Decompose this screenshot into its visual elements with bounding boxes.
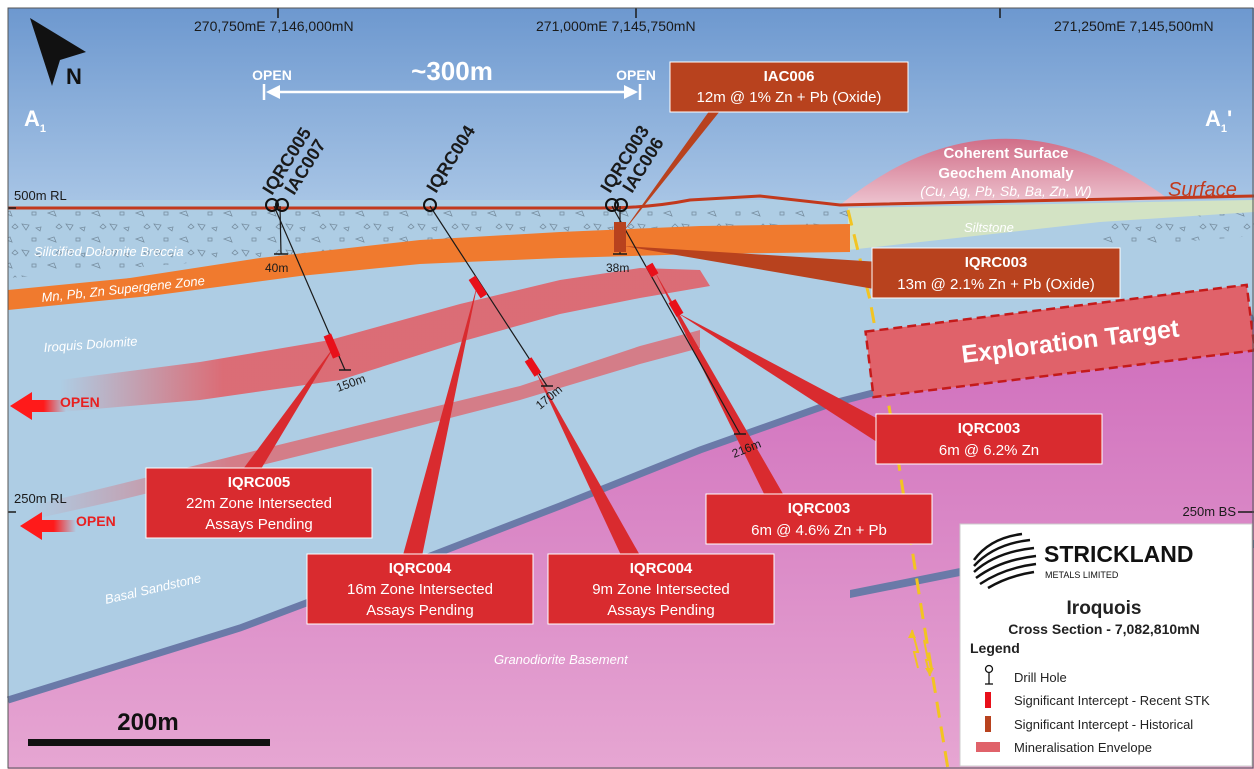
legend-item-envelope: Mineralisation Envelope xyxy=(1014,740,1152,755)
label-silicified-breccia: Silicified Dolomite Breccia xyxy=(34,244,184,259)
coord-label-right: 271,250mE 7,145,500mN xyxy=(1054,18,1214,34)
callout-leaders xyxy=(232,96,880,566)
legend-panel: STRICKLAND METALS LIMITED Iroquois Cross… xyxy=(959,523,1253,767)
span-open-left: OPEN xyxy=(252,67,292,83)
anomaly-line3: (Cu, Ag, Pb, Sb, Ba, Zn, W) xyxy=(920,183,1091,199)
open-arrow-lower: OPEN xyxy=(20,512,116,540)
top-tick-marks xyxy=(277,8,1001,18)
label-siltstone: Siltstone xyxy=(964,220,1014,235)
coord-label-middle: 271,000mE 7,145,750mN xyxy=(536,18,696,34)
callout-iqrc004-16m-title: IQRC004 xyxy=(389,560,452,577)
drill-hole-iac007 xyxy=(274,205,288,255)
callout-iqrc004-9m-text2: Assays Pending xyxy=(607,602,715,619)
legend-recent-intercept-swatch xyxy=(985,692,991,708)
legend-historic-intercept-swatch xyxy=(985,716,991,732)
legend-envelope-swatch xyxy=(976,742,1000,752)
north-arrow-label: N xyxy=(66,64,82,89)
legend-item-recent-intercept: Significant Intercept - Recent STK xyxy=(1014,693,1210,708)
callout-iqrc003-znpb-text: 6m @ 4.6% Zn + Pb xyxy=(751,522,887,539)
north-arrow-icon: N xyxy=(30,18,86,89)
mineralisation-envelope-upper xyxy=(60,268,710,412)
drill-hole-collars xyxy=(265,198,628,212)
callout-iqrc005-text: 22m Zone Intersected xyxy=(186,495,332,512)
callout-iqrc003-zn-title: IQRC003 xyxy=(958,420,1021,437)
section-end-right: A1' xyxy=(1205,106,1232,135)
callout-iqrc005: IQRC005 22m Zone Intersected Assays Pend… xyxy=(145,467,373,539)
company-sub: METALS LIMITED xyxy=(1045,570,1119,580)
legend-heading: Legend xyxy=(970,640,1020,656)
rl-label-250m: 250m RL xyxy=(14,491,67,506)
rl-label-500m: 500m RL xyxy=(14,188,67,203)
callout-iqrc005-title: IQRC005 xyxy=(228,474,291,491)
callout-iqrc003-oxide-text: 13m @ 2.1% Zn + Pb (Oxide) xyxy=(897,276,1094,293)
legend-drill-hole-icon xyxy=(984,664,994,685)
legend-subtitle: Cross Section - 7,082,810mN xyxy=(1008,621,1199,637)
callout-iqrc004-16m: IQRC004 16m Zone Intersected Assays Pend… xyxy=(306,553,534,625)
frame-border xyxy=(7,7,1254,769)
callout-iqrc003-oxide-title: IQRC003 xyxy=(965,254,1028,271)
fault-offset-arrows-icon xyxy=(908,629,934,677)
callout-iac006-title: IAC006 xyxy=(764,68,815,85)
drill-hole-iac006 xyxy=(613,206,627,255)
drill-hole-iqrc004 xyxy=(429,205,553,387)
geochem-anomaly-dome xyxy=(840,138,1170,205)
callout-iqrc005-text2: Assays Pending xyxy=(205,516,313,533)
exploration-target-box: Exploration Target xyxy=(864,283,1254,399)
callout-iqrc003-zn-text: 6m @ 6.2% Zn xyxy=(939,442,1039,459)
callout-iqrc003-oxide: IQRC003 13m @ 2.1% Zn + Pb (Oxide) xyxy=(871,247,1121,299)
callout-iqrc004-16m-text2: Assays Pending xyxy=(366,602,474,619)
callout-iqrc003-znpb: IQRC003 6m @ 4.6% Zn + Pb xyxy=(705,493,933,545)
label-surface: Surface xyxy=(1168,179,1237,201)
supergene-zone xyxy=(8,224,850,310)
scale-bar: 200m xyxy=(28,709,270,746)
legend-item-drill-hole: Drill Hole xyxy=(1014,670,1067,685)
callout-iqrc004-9m-title: IQRC004 xyxy=(630,560,693,577)
legend-title: Iroquois xyxy=(1067,598,1142,619)
callout-iqrc003-zn: IQRC003 6m @ 6.2% Zn xyxy=(875,413,1103,465)
company-name: STRICKLAND xyxy=(1044,541,1194,567)
breccia-zone-right xyxy=(1100,212,1254,248)
depth-label-38m: 38m xyxy=(606,261,629,275)
bs-label-250m: 250m BS xyxy=(1183,504,1237,519)
callout-iqrc004-9m: IQRC004 9m Zone Intersected Assays Pendi… xyxy=(547,553,775,625)
label-iroquis-dolomite: Iroquis Dolomite xyxy=(43,333,138,355)
open-arrow-upper: OPEN xyxy=(10,392,100,420)
span-open-right: OPEN xyxy=(616,67,656,83)
depth-label-40m: 40m xyxy=(265,261,288,275)
span-arrow xyxy=(262,84,642,100)
scale-bar-label: 200m xyxy=(117,709,178,736)
label-granodiorite-basement: Granodiorite Basement xyxy=(494,652,629,667)
callout-iqrc004-9m-text: 9m Zone Intersected xyxy=(592,581,730,598)
open-arrow-lower-label: OPEN xyxy=(76,513,116,529)
callout-iac006-text: 12m @ 1% Zn + Pb (Oxide) xyxy=(697,89,882,106)
legend-item-historic-intercept: Significant Intercept - Historical xyxy=(1014,717,1193,732)
callout-iac006: IAC006 12m @ 1% Zn + Pb (Oxide) xyxy=(669,61,909,113)
drill-hole-iqrc003 xyxy=(611,205,746,435)
open-arrow-upper-label: OPEN xyxy=(60,394,100,410)
section-end-left: A1 xyxy=(24,106,46,135)
anomaly-line1: Coherent Surface xyxy=(943,145,1068,162)
callout-iqrc003-znpb-title: IQRC003 xyxy=(788,500,851,517)
span-label: ~300m xyxy=(411,56,493,86)
strickland-logo-icon xyxy=(972,532,1037,590)
coord-label-left: 270,750mE 7,146,000mN xyxy=(194,18,354,34)
drill-hole-iqrc005 xyxy=(273,205,351,371)
callout-iqrc004-16m-text: 16m Zone Intersected xyxy=(347,581,493,598)
anomaly-line2: Geochem Anomaly xyxy=(938,165,1074,182)
siltstone-layer xyxy=(848,200,1254,250)
